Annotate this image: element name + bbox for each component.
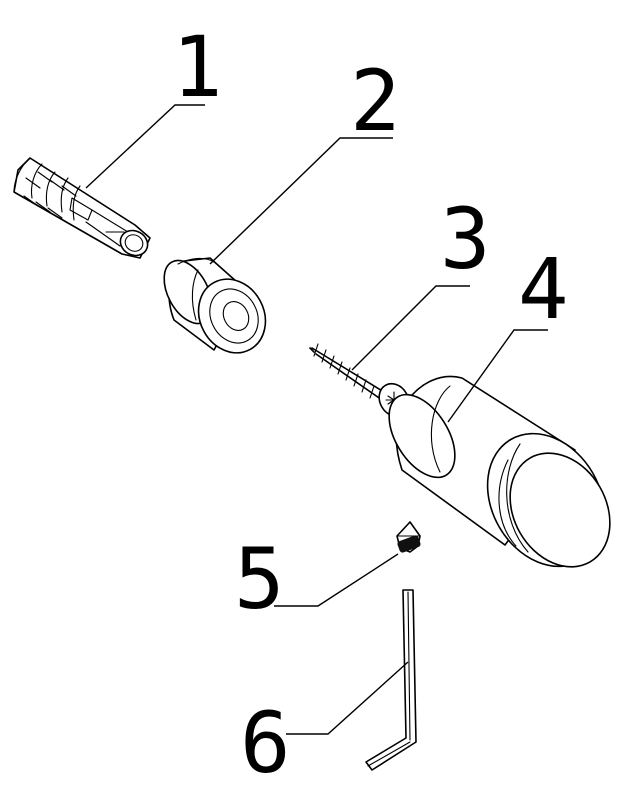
leader-lines — [85, 104, 548, 735]
part-4-knob-cap — [388, 375, 611, 568]
part-2-spacer-sleeve — [163, 257, 267, 354]
callout-1: 1 — [172, 18, 223, 116]
part-6-hex-key — [365, 589, 417, 771]
leader-3 — [351, 285, 470, 371]
leader-1 — [85, 104, 205, 189]
callout-labels: 1 2 3 4 5 6 — [172, 18, 569, 786]
leader-5 — [274, 553, 399, 607]
callout-3: 3 — [440, 190, 491, 288]
part-5-set-screw — [396, 521, 421, 553]
leader-6 — [286, 661, 409, 735]
leader-4 — [447, 329, 548, 423]
leader-2 — [209, 137, 393, 265]
callout-4: 4 — [518, 240, 569, 338]
callout-2: 2 — [350, 52, 401, 150]
callout-6: 6 — [240, 694, 291, 786]
part-1-wall-anchor — [13, 157, 151, 259]
callout-5: 5 — [234, 530, 285, 628]
